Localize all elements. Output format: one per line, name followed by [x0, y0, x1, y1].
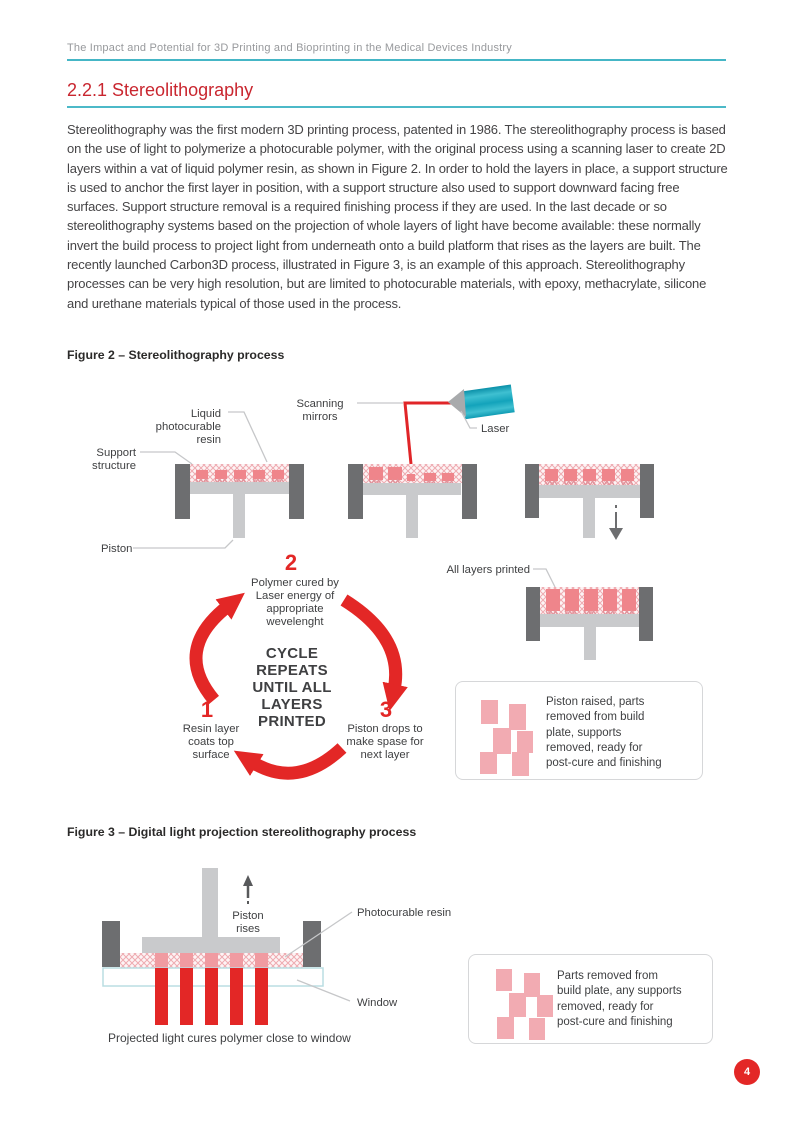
label-scanning-mirrors: Scanning mirrors	[296, 398, 343, 423]
svg-text:Liquid: Liquid	[191, 408, 221, 420]
cycle-step2-text: Polymer cured by Laser energy of appropr…	[251, 577, 339, 628]
part-square	[509, 993, 526, 1017]
vat-laser-curing	[348, 464, 477, 538]
svg-text:LAYERS: LAYERS	[261, 696, 322, 713]
page-number: 4	[743, 1066, 751, 1078]
svg-text:coats top: coats top	[188, 736, 234, 748]
part-square	[529, 1018, 545, 1040]
part-square	[481, 700, 498, 724]
cycle-arrow-left-icon	[233, 743, 347, 780]
heading-rule	[67, 106, 726, 108]
cycle-step3-number: 3	[380, 697, 392, 722]
label-piston-rises: Piston rises	[232, 910, 263, 935]
label-all-layers-printed: All layers printed	[446, 564, 530, 576]
part-square	[496, 969, 512, 991]
page-number-badge: 4	[734, 1059, 760, 1085]
cycle-arrows	[189, 592, 408, 780]
svg-text:next layer: next layer	[361, 749, 410, 761]
figure3-note-box: Parts removed from build plate, any supp…	[468, 954, 713, 1044]
label-support-structure: Support structure	[92, 447, 137, 472]
label-laser: Laser	[481, 423, 509, 435]
figure-3-diagram: Piston rises Photocurable resin Window	[102, 868, 451, 1025]
svg-text:Piston drops to: Piston drops to	[347, 723, 422, 735]
svg-text:mirrors: mirrors	[302, 411, 337, 423]
figure2-note-text: Piston raised, parts removed from build …	[546, 696, 662, 770]
cycle-center-text: CYCLE REPEATS UNTIL ALL LAYERS PRINTED	[252, 645, 331, 730]
figure-3-caption: Figure 3 – Digital light projection ster…	[67, 825, 417, 839]
part-square	[493, 728, 511, 754]
dlp-vat	[102, 868, 324, 1025]
figure3-bottom-caption: Projected light cures polymer close to w…	[108, 1031, 351, 1045]
cycle-arrow-up-icon	[189, 592, 245, 705]
svg-text:Scanning: Scanning	[296, 398, 343, 410]
figure-2-caption: Figure 2 – Stereolithography process	[67, 348, 285, 362]
svg-text:CYCLE: CYCLE	[266, 645, 318, 662]
part-square	[480, 752, 497, 774]
svg-text:UNTIL ALL: UNTIL ALL	[252, 679, 331, 696]
svg-text:Laser energy of: Laser energy of	[256, 590, 335, 602]
svg-text:rises: rises	[236, 923, 260, 935]
svg-text:appropriate: appropriate	[266, 603, 323, 615]
cycle-step2-number: 2	[285, 550, 297, 575]
laser-icon	[403, 384, 515, 465]
cycle-step3-text: Piston drops to make spase for next laye…	[346, 723, 423, 761]
vat-all-layers	[526, 587, 653, 660]
cycle-step1-number: 1	[201, 697, 213, 722]
figure3-note-text: Parts removed from build plate, any supp…	[557, 970, 682, 1028]
svg-text:surface: surface	[192, 749, 229, 761]
svg-text:structure: structure	[92, 460, 136, 472]
label-liquid-resin: Liquid photocurable resin	[156, 408, 221, 446]
part-square	[512, 752, 529, 776]
vat-first-layer	[175, 464, 304, 538]
svg-text:Support: Support	[96, 447, 136, 459]
figure2-note-box: Piston raised, parts removed from build …	[455, 681, 703, 780]
svg-text:Resin layer: Resin layer	[183, 723, 240, 735]
cycle-arrow-down-icon	[340, 594, 408, 711]
part-square	[517, 731, 533, 753]
label-window: Window	[357, 997, 398, 1009]
running-title: The Impact and Potential for 3D Printing…	[67, 42, 512, 54]
svg-text:REPEATS: REPEATS	[256, 662, 328, 679]
label-pointer-lines	[133, 402, 556, 588]
section-heading: 2.2.1 Stereolithography	[67, 80, 254, 100]
up-arrow-icon	[243, 875, 253, 904]
part-square	[509, 704, 526, 730]
part-square	[524, 973, 540, 997]
part-square	[497, 1017, 514, 1039]
projected-light-beams	[155, 968, 268, 1025]
label-photocurable-resin: Photocurable resin	[357, 907, 451, 919]
vat-piston-drops	[525, 464, 654, 540]
body-paragraph: Stereolithography was the first modern 3…	[67, 122, 728, 311]
svg-text:photocurable: photocurable	[156, 421, 221, 433]
svg-text:Polymer cured by: Polymer cured by	[251, 577, 339, 589]
down-arrow-icon	[609, 505, 623, 540]
svg-text:PRINTED: PRINTED	[258, 713, 326, 730]
laser-beam	[403, 401, 452, 465]
svg-text:wevelenght: wevelenght	[265, 616, 324, 628]
label-pointer-lines	[284, 911, 353, 1002]
cycle-step1-text: Resin layer coats top surface	[183, 723, 240, 761]
label-piston: Piston	[101, 543, 132, 555]
part-square	[537, 995, 553, 1017]
header-rule	[67, 59, 726, 61]
svg-text:resin: resin	[197, 434, 222, 446]
figure-2-diagram: Liquid photocurable resin Scanning mirro…	[92, 384, 654, 780]
svg-text:Piston: Piston	[232, 910, 263, 922]
svg-text:make spase for: make spase for	[346, 736, 423, 748]
